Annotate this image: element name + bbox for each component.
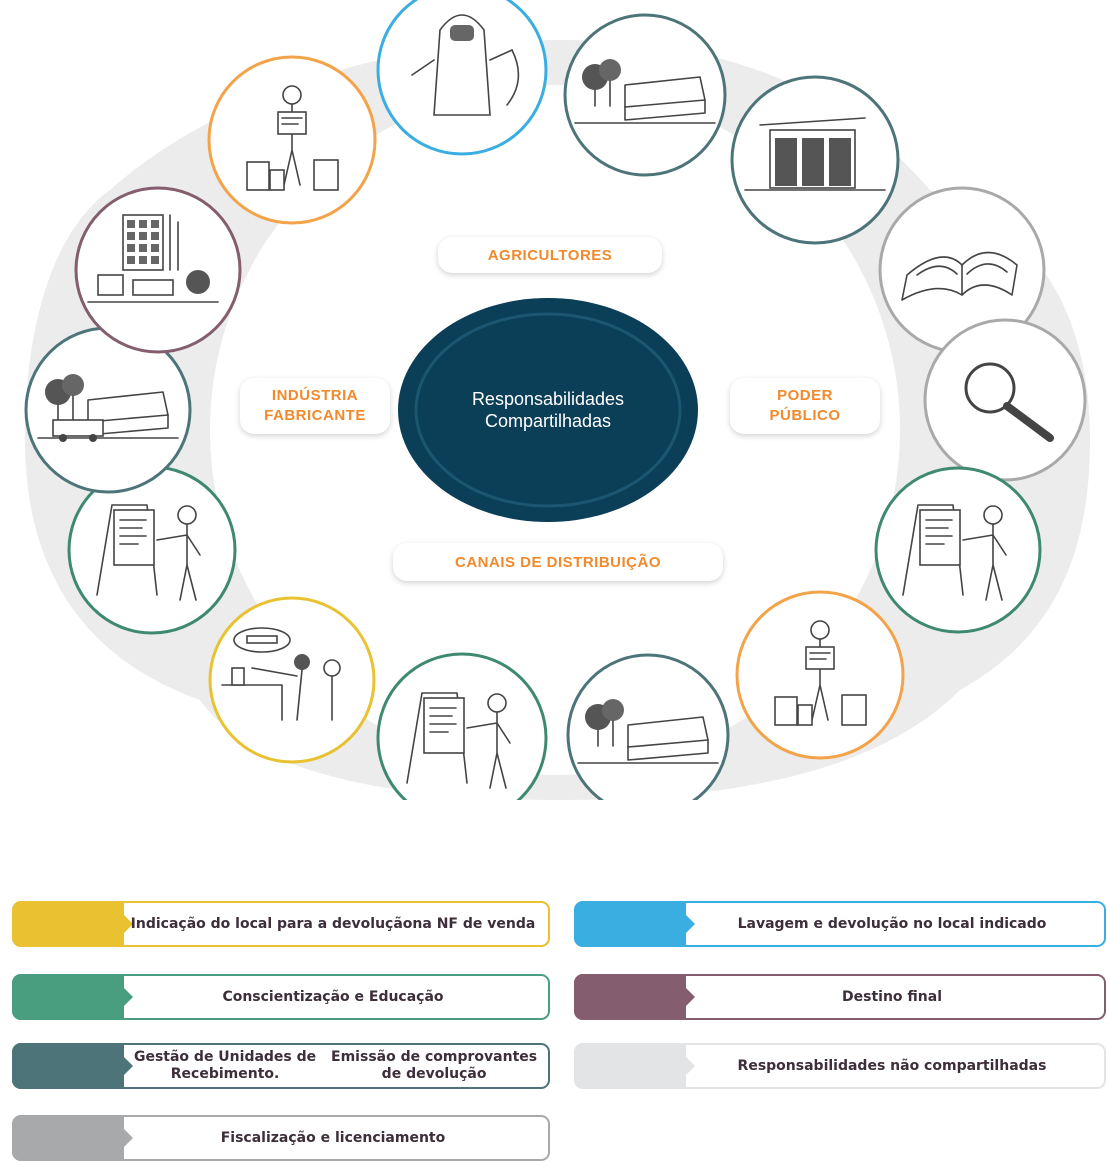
legend-item-line1: Gestão de Unidades de Recebimento. [133, 1049, 317, 1082]
legend-item-line1: Destino final [842, 988, 942, 1005]
legend-item-text: Responsabilidades não compartilhadas [686, 1043, 1098, 1089]
actor-canais-distribuicao: CANAIS DE DISTRIBUIÇÃO [393, 543, 723, 581]
farmer-with-containers-icon [207, 55, 377, 225]
legend-color-swatch [12, 1043, 133, 1089]
actor-agricultores: AGRICULTORES [438, 237, 662, 273]
legend-item-line2: na NF de venda [412, 915, 536, 932]
actor-poder-line2: PÚBLICO [769, 407, 841, 424]
presenter-board-icon [67, 465, 237, 635]
legend-item-text: Fiscalização e licenciamento [124, 1115, 542, 1161]
legend-item-teal: Gestão de Unidades de Recebimento. Emissã… [12, 1043, 550, 1089]
actor-industria-fabricante: INDÚSTRIA FABRICANTE [240, 378, 390, 434]
legend-item-line1: Fiscalização e licenciamento [220, 1129, 446, 1146]
store-counter-dialog-icon [208, 596, 376, 764]
legend-color-swatch [12, 1115, 133, 1161]
legend-item-green: Conscientização e Educação [12, 974, 550, 1020]
legend-color-swatch [12, 901, 133, 947]
legend-color-swatch [574, 974, 695, 1020]
legend-item-text: Gestão de Unidades de Recebimento. Emissã… [124, 1043, 542, 1089]
legend-item-text: Lavagem e devolução no local indicado [686, 901, 1098, 947]
center-title-line2: Compartilhadas [484, 411, 612, 431]
warehouse-with-trees-icon [566, 653, 730, 800]
farmer-with-containers-icon [735, 590, 905, 760]
factory-incineration-icon [74, 186, 242, 354]
storage-shed-icon [730, 75, 900, 245]
legend-item-line1: Responsabilidades não compartilhadas [737, 1057, 1047, 1074]
legend-color-swatch [574, 901, 695, 947]
actor-poder-publico: PODER PÚBLICO [730, 378, 880, 434]
shared-responsibility-diagram [24, 0, 1090, 800]
magnifying-glass-icon [923, 318, 1087, 482]
actor-industria-line1: INDÚSTRIA [271, 387, 359, 404]
center-circle [398, 298, 698, 522]
protective-suit-washing-icon [376, 0, 548, 156]
center-title-line1: Responsabilidades [471, 389, 625, 409]
center-title: Responsabilidades Compartilhadas [418, 388, 678, 432]
actor-canais-label: CANAIS DE DISTRIBUIÇÃO [454, 553, 661, 571]
legend-item-line2: Emissão de comprovantes de devolução [331, 1049, 538, 1082]
legend-item-purple: Destino final [574, 974, 1106, 1020]
legend-color-swatch [574, 1043, 695, 1089]
legend-item-blue: Lavagem e devolução no local indicado [574, 901, 1106, 947]
legend-item-light: Responsabilidades não compartilhadas [574, 1043, 1106, 1089]
legend-item-line1: Lavagem e devolução no local indicado [737, 915, 1047, 932]
legend-color-swatch [12, 974, 133, 1020]
presenter-board-icon [376, 652, 548, 800]
legend-item-text: Destino final [686, 974, 1098, 1020]
legend-item-line1: Conscientização e Educação [222, 988, 444, 1005]
legend-item-gray: Fiscalização e licenciamento [12, 1115, 550, 1161]
actor-poder-line1: PODER [777, 387, 833, 404]
warehouse-with-trees-icon [563, 13, 727, 177]
legend-item-line1: Indicação do local para a devolução [130, 915, 413, 932]
legend-item-text: Conscientização e Educação [124, 974, 542, 1020]
actor-industria-line2: FABRICANTE [264, 407, 366, 424]
presenter-board-icon [874, 466, 1042, 634]
actor-agricultores-label: AGRICULTORES [487, 246, 613, 264]
